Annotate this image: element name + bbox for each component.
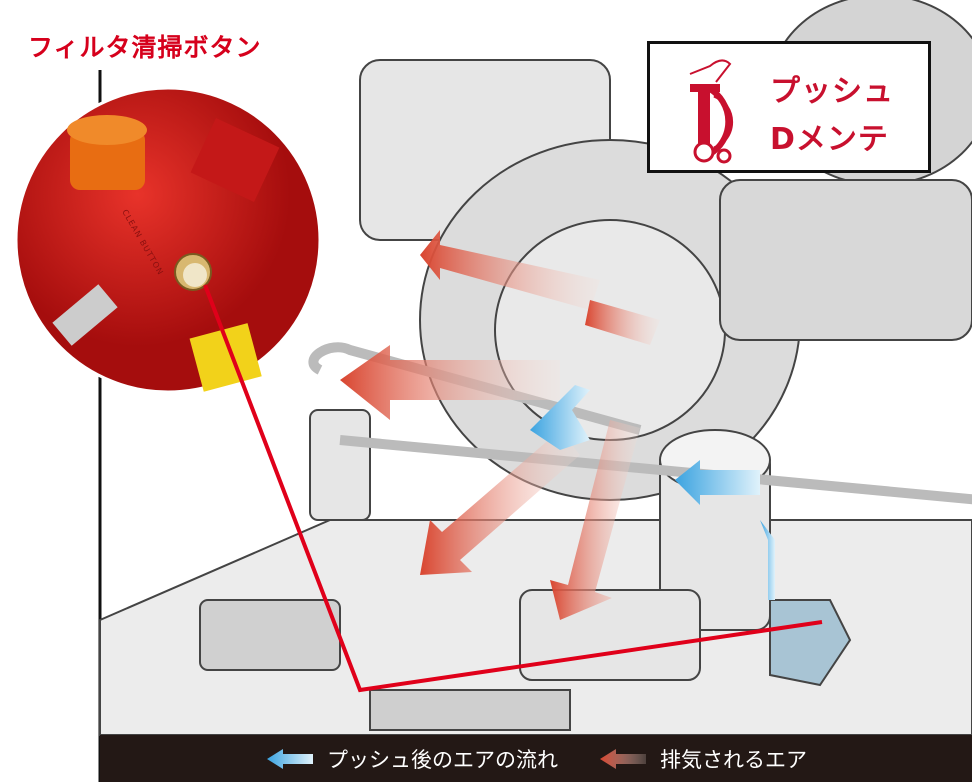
legend-label-air-flow: プッシュ後のエアの流れ bbox=[327, 747, 558, 772]
page-title: フィルタ清掃ボタン bbox=[28, 33, 262, 62]
flow-arrow bbox=[675, 460, 760, 505]
air-flow-arrows bbox=[530, 385, 775, 600]
exhaust-arrow bbox=[420, 430, 580, 575]
orange-cap-icon bbox=[70, 130, 145, 190]
blue-arrow-icon bbox=[267, 748, 313, 769]
flow-arrow bbox=[530, 385, 590, 450]
logo-line-2: Dメンテ bbox=[770, 122, 889, 157]
exhaust-arrow bbox=[585, 300, 660, 345]
legend-item-air-flow: プッシュ後のエアの流れ bbox=[265, 744, 558, 774]
logo-line-1: プッシュ bbox=[770, 74, 894, 109]
filter-button-inset bbox=[14, 86, 322, 394]
exhaust-arrow bbox=[550, 420, 640, 620]
legend-bar: プッシュ後のエアの流れ 排気されるエア bbox=[100, 735, 972, 782]
pointer-line bbox=[203, 284, 823, 693]
exhaust-arrow bbox=[420, 230, 600, 310]
flow-arrow bbox=[760, 520, 775, 600]
d-logo-icon bbox=[689, 59, 734, 164]
legend-label-exhaust: 排気されるエア bbox=[660, 747, 807, 772]
legend-item-exhaust: 排気されるエア bbox=[598, 744, 807, 774]
red-arrow-icon bbox=[600, 748, 646, 769]
exhaust-arrows bbox=[340, 230, 660, 620]
exhaust-arrow bbox=[340, 345, 560, 420]
push-d-mente-logo: プッシュ Dメンテ bbox=[647, 41, 931, 173]
